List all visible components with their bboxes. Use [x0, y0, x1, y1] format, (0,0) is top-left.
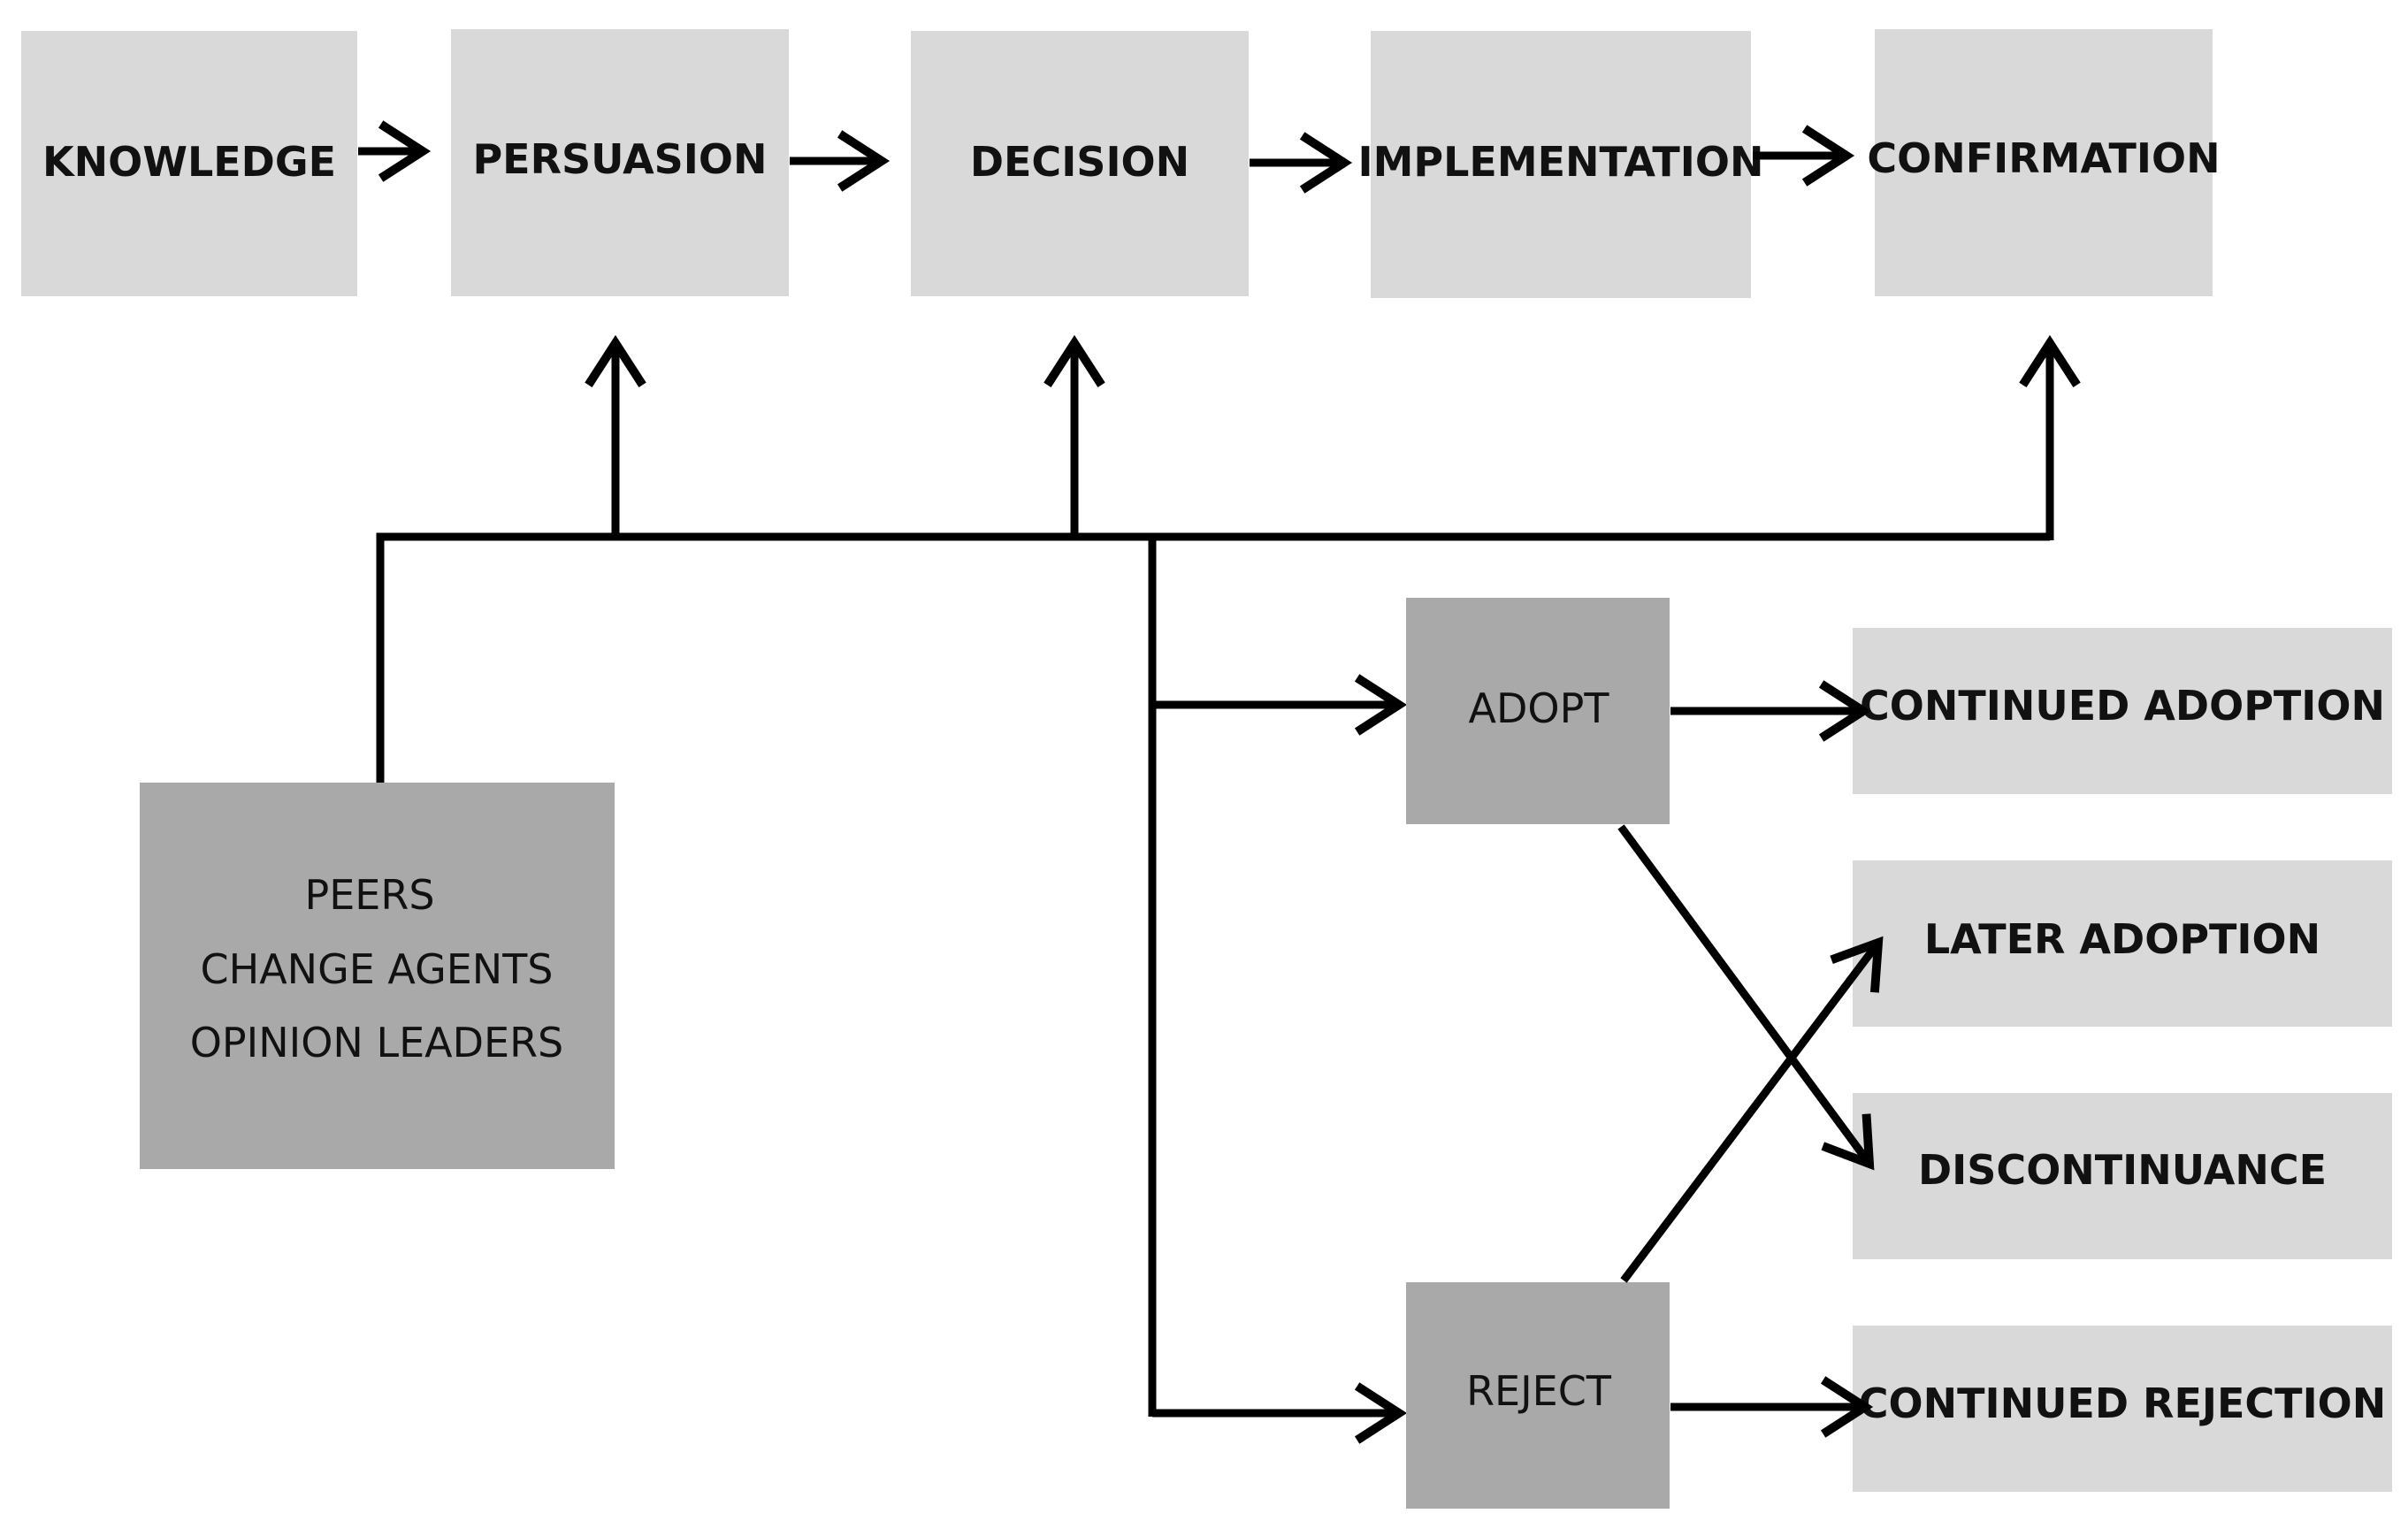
implementation-label: IMPLEMENTATION: [1358, 138, 1764, 186]
knowledge-label: KNOWLEDGE: [42, 138, 336, 186]
confirmation-box: [1875, 29, 2213, 296]
adopt-box: [1406, 598, 1670, 824]
confirmation-label: CONFIRMATION: [1867, 134, 2220, 182]
persuasion-label: PERSUASION: [472, 135, 767, 183]
continued-adoption-label: CONTINUED ADOPTION: [1860, 682, 2385, 730]
adopt-label: ADOPT: [1469, 684, 1610, 732]
decision-label: DECISION: [970, 138, 1189, 186]
arrow-adopt-to-discontinuance: [1617, 824, 1875, 1171]
influencers-line-peers: PEERS: [304, 871, 434, 919]
continued-rejection-label: CONTINUED REJECTION: [1859, 1380, 2387, 1427]
knowledge-box: [21, 31, 357, 296]
influencers-line-opinion-leaders: OPINION LEADERS: [190, 1019, 564, 1066]
influencers-line-change-agents: CHANGE AGENTS: [201, 945, 554, 993]
reject-label: REJECT: [1466, 1367, 1612, 1415]
reject-box: [1406, 1282, 1670, 1509]
later-adoption-box: [1853, 860, 2392, 1027]
decision-box: [911, 31, 1249, 296]
discontinuance-label: DISCONTINUANCE: [1918, 1146, 2327, 1194]
continued-adoption-box: [1853, 628, 2392, 794]
later-adoption-label: LATER ADOPTION: [1924, 915, 2320, 963]
discontinuance-box: [1853, 1093, 2392, 1259]
continued-rejection-box: [1853, 1326, 2392, 1492]
influencers-box: [140, 783, 615, 1169]
arrow-reject-to-later-adoption: [1620, 936, 1884, 1283]
implementation-box: [1371, 31, 1751, 298]
persuasion-box: [451, 29, 789, 296]
influence-bus-line: [376, 532, 2050, 783]
